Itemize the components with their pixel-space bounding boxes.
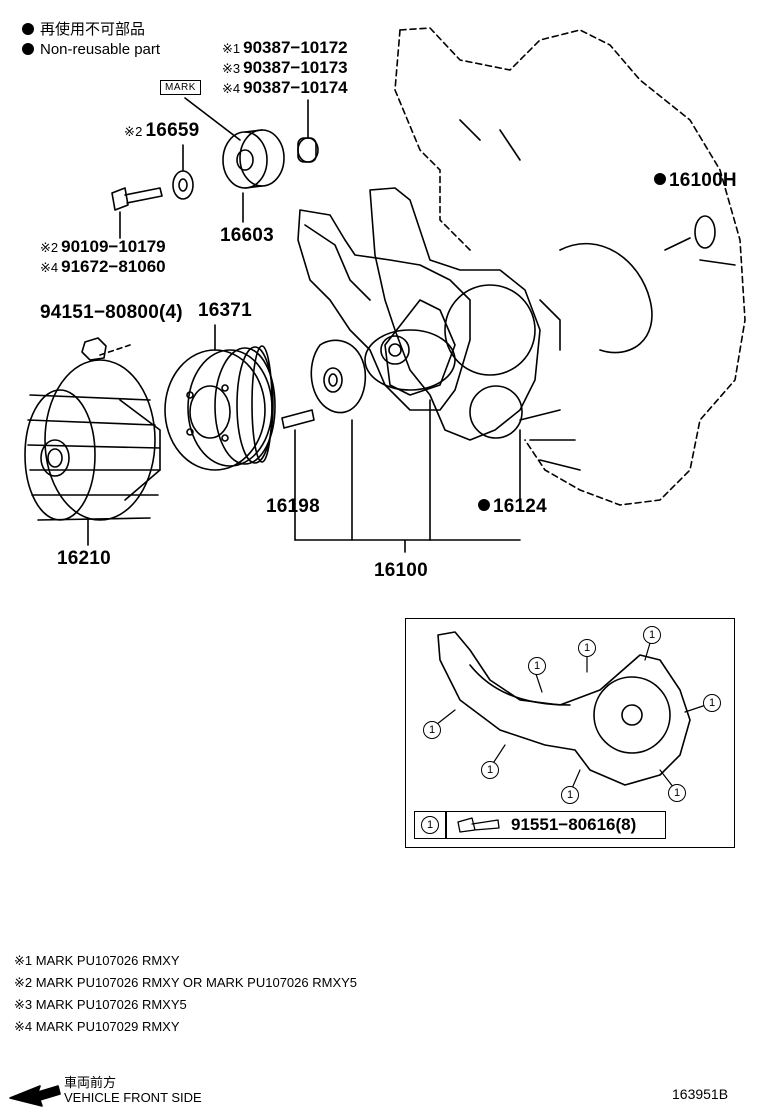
callout-1: 1 — [481, 761, 499, 779]
non-reusable-dot-icon — [478, 499, 490, 511]
nut-94151 — [81, 337, 107, 361]
callout-1: 1 — [703, 694, 721, 712]
front-arrow — [9, 1085, 61, 1107]
bolt-90109 — [111, 187, 163, 211]
non-reusable-dot-icon — [22, 43, 34, 55]
label-94151-80800: 94151−80800(4) — [40, 302, 183, 323]
mark-box: MARK — [160, 80, 201, 95]
direction-en: VEHICLE FRONT SIDE — [64, 1090, 202, 1105]
label-16210: 16210 — [57, 548, 111, 569]
callout-1: 1 — [643, 626, 661, 644]
non-reusable-dot-icon — [654, 173, 666, 185]
label-16100h: 16100H — [654, 170, 737, 192]
label-16371: 16371 — [198, 300, 252, 321]
key-divider — [445, 812, 447, 838]
inset-pump-outline — [437, 631, 691, 786]
label-16124: 16124 — [478, 496, 547, 518]
fan-pulley-16371 — [164, 345, 276, 471]
stud-16198 — [281, 409, 315, 429]
inset-key: 1 91551−80616(8) — [414, 811, 666, 839]
label-91551-80616: 91551−80616(8) — [511, 815, 637, 834]
washer-16659 — [172, 170, 194, 200]
non-reusable-dot-icon — [22, 23, 34, 35]
pump-pulley-flange — [310, 339, 367, 414]
label-16100: 16100 — [374, 560, 428, 581]
callout-1: 1 — [528, 657, 546, 675]
note-4: ※4 MARK PU107029 RMXY — [14, 1019, 180, 1034]
label-16198: 16198 — [266, 496, 320, 517]
direction-jp: 車両前方 — [64, 1075, 117, 1090]
legend-en: Non-reusable part — [22, 40, 160, 59]
fan-clutch-16210 — [24, 359, 161, 521]
label-16603: 16603 — [220, 225, 274, 246]
oring-16100h — [694, 215, 716, 249]
callout-1: 1 — [578, 639, 596, 657]
note-2: ※2 MARK PU107026 RMXY OR MARK PU107026 R… — [14, 975, 358, 990]
callout-1: 1 — [561, 786, 579, 804]
bolt-location-inset: 1 1 1 1 1 1 1 1 1 91551−80616(8) — [405, 618, 735, 848]
callout-1: 1 — [668, 784, 686, 802]
figure-id: 163951B — [672, 1086, 729, 1102]
callout-1: 1 — [421, 816, 439, 834]
legend-jp: 再使用不可部品 — [22, 20, 145, 39]
idler-pulley-16603 — [222, 129, 285, 189]
note-3: ※3 MARK PU107026 RMXY5 — [14, 997, 187, 1012]
callout-1: 1 — [423, 721, 441, 739]
timing-cover — [399, 27, 746, 506]
gasket-16124 — [369, 187, 541, 441]
note-1: ※1 MARK PU107026 RMXY — [14, 953, 180, 968]
water-pump-body — [297, 209, 471, 411]
